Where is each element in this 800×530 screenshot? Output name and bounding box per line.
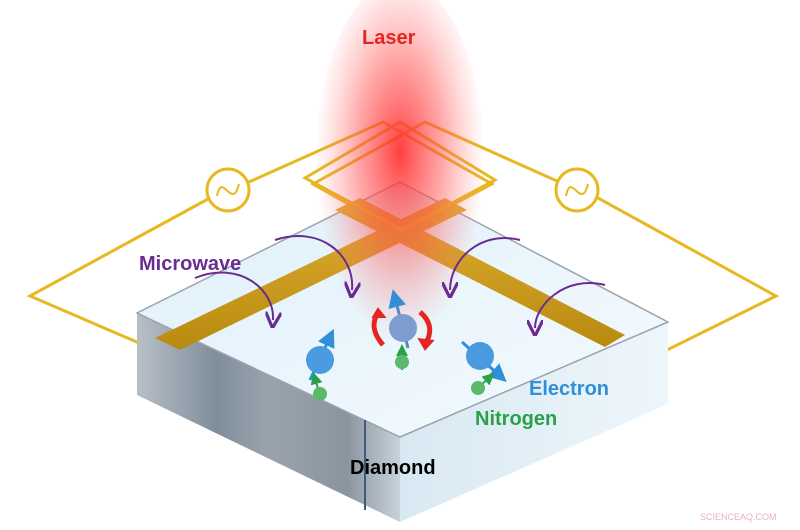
laser-label: Laser bbox=[362, 27, 416, 49]
microwave-label: Microwave bbox=[139, 253, 242, 275]
rotation-arrows bbox=[371, 307, 435, 351]
diamond-label: Diamond bbox=[350, 457, 436, 479]
nitrogen-label: Nitrogen bbox=[475, 408, 558, 430]
ac-source-icon-right bbox=[554, 167, 600, 213]
electron-spins bbox=[306, 289, 507, 383]
electron-label: Electron bbox=[529, 378, 610, 400]
microwave-arrows bbox=[194, 235, 606, 328]
watermark: SCIENCEAQ.COM bbox=[700, 512, 777, 522]
nitrogen-spins bbox=[310, 344, 495, 401]
ac-source-icon-left bbox=[205, 167, 251, 213]
laser-beam bbox=[315, 0, 485, 360]
